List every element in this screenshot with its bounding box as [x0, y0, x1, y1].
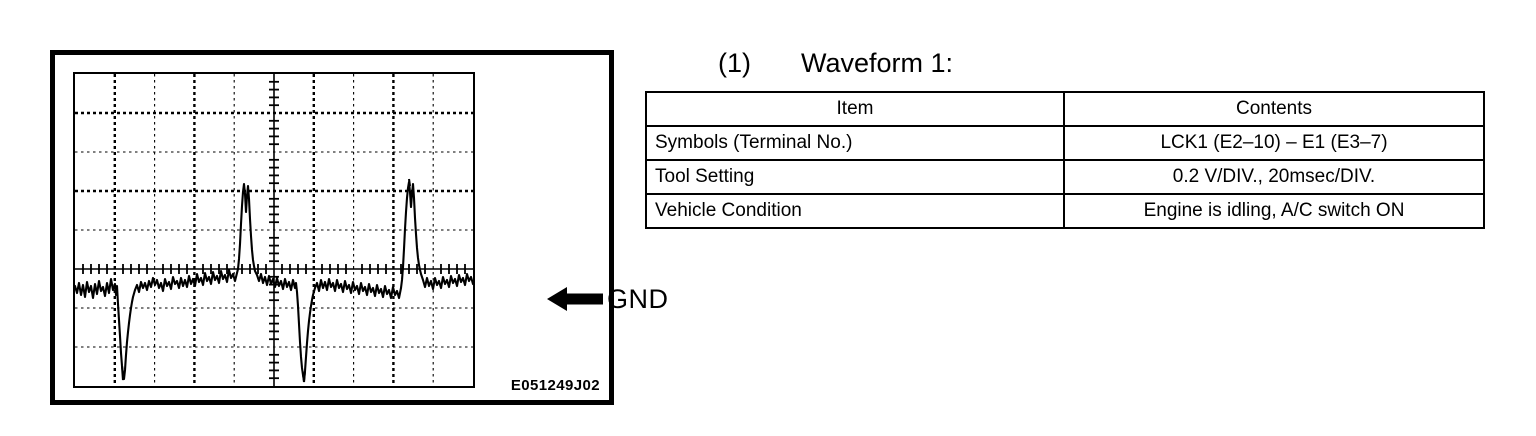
- row-item-contents: Engine is idling, A/C switch ON: [1063, 193, 1485, 229]
- oscilloscope-figure: GND E051249J02: [50, 50, 668, 405]
- gnd-label: GND: [607, 284, 669, 314]
- spec-table: Item Contents Symbols (Terminal No.) LCK…: [645, 91, 1485, 229]
- row-item-label: Vehicle Condition: [645, 193, 1065, 229]
- column-header-contents: Contents: [1063, 91, 1485, 127]
- table-row: Tool Setting 0.2 V/DIV., 20msec/DIV.: [645, 159, 1485, 195]
- oscilloscope-screen-wrap: GND: [73, 72, 668, 388]
- column-header-item: Item: [645, 91, 1065, 127]
- waveform-plot: [75, 74, 473, 386]
- section-title: Waveform 1:: [801, 48, 954, 78]
- figure-code: E051249J02: [510, 377, 600, 394]
- row-item-contents: LCK1 (E2–10) – E1 (E3–7): [1063, 125, 1485, 161]
- table-row: Vehicle Condition Engine is idling, A/C …: [645, 193, 1485, 229]
- negative-spikes: [120, 178, 412, 383]
- row-item-label: Tool Setting: [645, 159, 1065, 195]
- left-arrow-icon: [547, 287, 603, 311]
- oscilloscope-screen: [73, 72, 475, 388]
- vertical-center-axis: [269, 74, 279, 386]
- row-item-label: Symbols (Terminal No.): [645, 125, 1065, 161]
- page-title: (1) Waveform 1:: [718, 45, 1418, 81]
- table-row: Symbols (Terminal No.) LCK1 (E2–10) – E1…: [645, 125, 1485, 161]
- section-index: (1): [718, 48, 751, 78]
- ground-reference-axis: [75, 264, 473, 274]
- row-item-contents: 0.2 V/DIV., 20msec/DIV.: [1063, 159, 1485, 195]
- waveform-trace: [75, 180, 473, 382]
- gnd-marker: GND: [547, 278, 682, 320]
- table-header-row: Item Contents: [645, 91, 1485, 127]
